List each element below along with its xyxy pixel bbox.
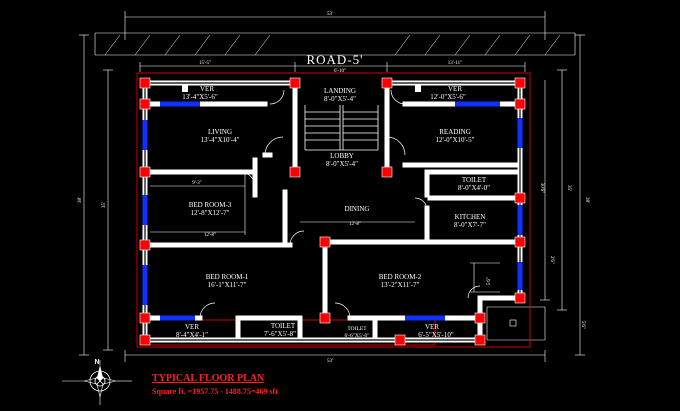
room-name-dining: DINING (345, 205, 370, 213)
road-hatch (104, 34, 561, 56)
room-size-bedroom2: 13'-2"X11'-7" (381, 281, 420, 289)
room-size-ver-bottom-left: 8'-4"X4'-1" (176, 331, 208, 339)
dim-dining-width: 12'-8" (349, 222, 361, 227)
room-size-landing: 8'-0"X5'-4" (324, 95, 356, 103)
room-name-lobby: LOBBY (330, 152, 354, 160)
road-label: ROAD-5' (306, 52, 363, 67)
room-size-lobby: 8'-0"X5'-4" (326, 160, 358, 168)
room-size-toilet-right: 8'-0"X4'-0" (458, 184, 490, 192)
staircase (304, 105, 379, 151)
dim-right-overall: 38' (584, 197, 589, 203)
room-size-bedroom3: 12'-8"X12'-7" (191, 209, 230, 217)
room-name-bedroom2: BED ROOM-2 (379, 273, 422, 281)
dim-top-right-seg: 13'-11" (448, 61, 462, 66)
windows (142, 101, 523, 321)
room-name-landing: LANDING (324, 87, 356, 95)
room-name-toilet-bottom1: TOILET (271, 322, 296, 330)
area-text: Square ft. =1957.75 - 1488.75=469 sft (152, 387, 278, 396)
room-size-ver-top-right: 12'-0"X5'-6" (430, 93, 466, 101)
dimension-lines (79, 11, 585, 362)
room-size-ver-top-left: 13'-4"X5'-6" (182, 93, 218, 101)
dim-right-side: 30'6" (539, 183, 544, 193)
dim-bedroom3-width: 9'-3" (192, 181, 202, 186)
room-name-toilet-right: TOILET (462, 176, 487, 184)
room-name-bedroom3: BED ROOM-3 (189, 201, 232, 209)
room-size-living: 13'-4"X10'-4" (201, 136, 240, 144)
room-size-ver-bottom-right: 6'-5"X5'-10" (418, 331, 454, 339)
room-size-kitchen: 8'-0"X7'-7" (454, 221, 486, 229)
room-size-toilet-bottom1: 7'-6"X5'-8" (264, 330, 296, 338)
columns (139, 77, 526, 346)
room-name-ver-bottom-left: VER (185, 323, 199, 331)
dim-top-mid-seg: 6'-10" (334, 69, 346, 74)
dimension-labels: 53' 15'-5" 6'-10" 13'-11" 53' 38' 35' 38… (78, 12, 589, 364)
room-size-toilet-bottom2: 6'-6"X5'-0" (344, 333, 369, 339)
room-name-reading: READING (439, 128, 471, 136)
dim-bottom-right-small: 5'6" (580, 321, 585, 329)
compass-icon (62, 360, 132, 405)
room-name-toilet-bottom2: TOILET (347, 326, 367, 332)
dim-right-notch: 2'6" (549, 256, 554, 264)
room-name-bedroom1: BED ROOM-1 (206, 273, 249, 281)
room-name-ver-bottom-right: VER (425, 323, 439, 331)
room-name-kitchen: KITCHEN (455, 213, 486, 221)
dim-left-overall: 38' (78, 197, 83, 203)
dim-step: 5'6" (487, 277, 492, 285)
dim-left-inner: 35' (102, 202, 107, 208)
compass-north-label: N (94, 359, 99, 366)
room-name-ver-top-left: VER (200, 85, 214, 93)
room-size-reading: 12'-0"X10'-5" (436, 136, 475, 144)
dim-top-overall: 53' (327, 12, 333, 17)
room-labels: VER 13'-4"X5'-6" LANDING 8'-0"X5'-4" VER… (176, 85, 490, 339)
dim-bedroom3-lower: 12'-8" (204, 233, 216, 238)
column-markers (182, 85, 421, 92)
door-swings (199, 89, 481, 319)
room-name-living: LIVING (208, 128, 232, 136)
dim-top-left-seg: 15'-5" (199, 61, 211, 66)
plan-title: TYPICAL FLOOR PLAN (152, 373, 265, 384)
room-name-ver-top-right: VER (448, 85, 462, 93)
dim-right-inner: 35' (566, 185, 571, 191)
room-size-bedroom1: 16'-1"X11'-7" (208, 281, 247, 289)
dim-bottom-overall: 53' (327, 359, 333, 364)
